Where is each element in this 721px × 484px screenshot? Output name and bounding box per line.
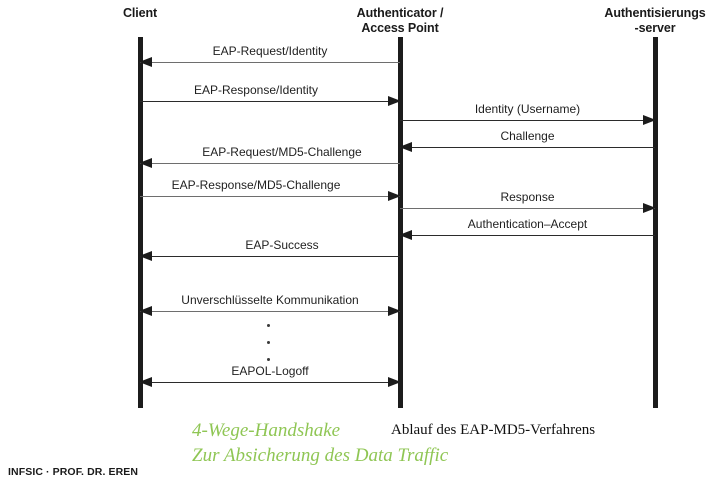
- arrowhead-right-icon: [643, 202, 656, 213]
- actor-header-server: Authentisierungs -server: [604, 6, 706, 35]
- message-label: EAP-Response/MD5-Challenge: [171, 178, 341, 192]
- message-shaft: [400, 120, 655, 121]
- continuation-ellipsis: [248, 324, 288, 361]
- message-shaft: [140, 196, 400, 197]
- arrowhead-left-icon: [139, 376, 152, 387]
- message-label: EAP-Success: [245, 238, 319, 252]
- lifeline-server: [653, 37, 658, 408]
- arrowhead-right-icon: [388, 95, 401, 106]
- message-label: EAP-Response/Identity: [193, 83, 319, 97]
- arrowhead-left-icon: [399, 141, 412, 152]
- arrowhead-left-icon: [139, 250, 152, 261]
- arrowhead-right-icon: [643, 114, 656, 125]
- message-label: Identity (Username): [474, 102, 581, 116]
- message-shaft: [400, 235, 655, 236]
- caption-diagram-title: Ablauf des EAP-MD5-Verfahrens: [391, 422, 596, 438]
- message-shaft: [140, 311, 400, 312]
- arrowhead-left-icon: [139, 56, 152, 67]
- arrowhead-right-icon: [388, 376, 401, 387]
- message-shaft: [140, 256, 400, 257]
- message-shaft: [400, 208, 655, 209]
- ellipsis-dot: [266, 324, 270, 327]
- arrowhead-right-icon: [388, 305, 401, 316]
- caption-handshake-line2: Zur Absicherung des Data Traffic: [192, 445, 449, 466]
- lifeline-client: [138, 37, 143, 408]
- message-label: EAP-Request/MD5-Challenge: [202, 145, 362, 159]
- message-shaft: [400, 147, 655, 148]
- message-label: Challenge: [500, 129, 555, 143]
- message-shaft: [140, 382, 400, 383]
- message-shaft: [140, 62, 400, 63]
- message-label: Response: [500, 190, 555, 204]
- actor-header-authenticator: Authenticator / Access Point: [356, 6, 444, 35]
- arrowhead-left-icon: [139, 305, 152, 316]
- footer-credit: INFSIC · PROF. DR. EREN: [8, 466, 139, 478]
- ellipsis-dot: [266, 341, 270, 344]
- message-label: EAP-Request/Identity: [212, 44, 328, 58]
- lifeline-authenticator: [398, 37, 403, 408]
- arrowhead-right-icon: [388, 190, 401, 201]
- message-shaft: [140, 101, 400, 102]
- arrowhead-left-icon: [399, 229, 412, 240]
- message-shaft: [140, 163, 400, 164]
- caption-handshake-line1: 4-Wege-Handshake: [192, 420, 341, 441]
- message-label: EAPOL-Logoff: [231, 364, 309, 378]
- message-label: Authentication–Accept: [467, 217, 588, 231]
- message-label: Unverschlüsselte Kommunikation: [181, 293, 359, 307]
- arrowhead-left-icon: [139, 157, 152, 168]
- ellipsis-dot: [266, 358, 270, 361]
- actor-header-client: Client: [122, 6, 158, 20]
